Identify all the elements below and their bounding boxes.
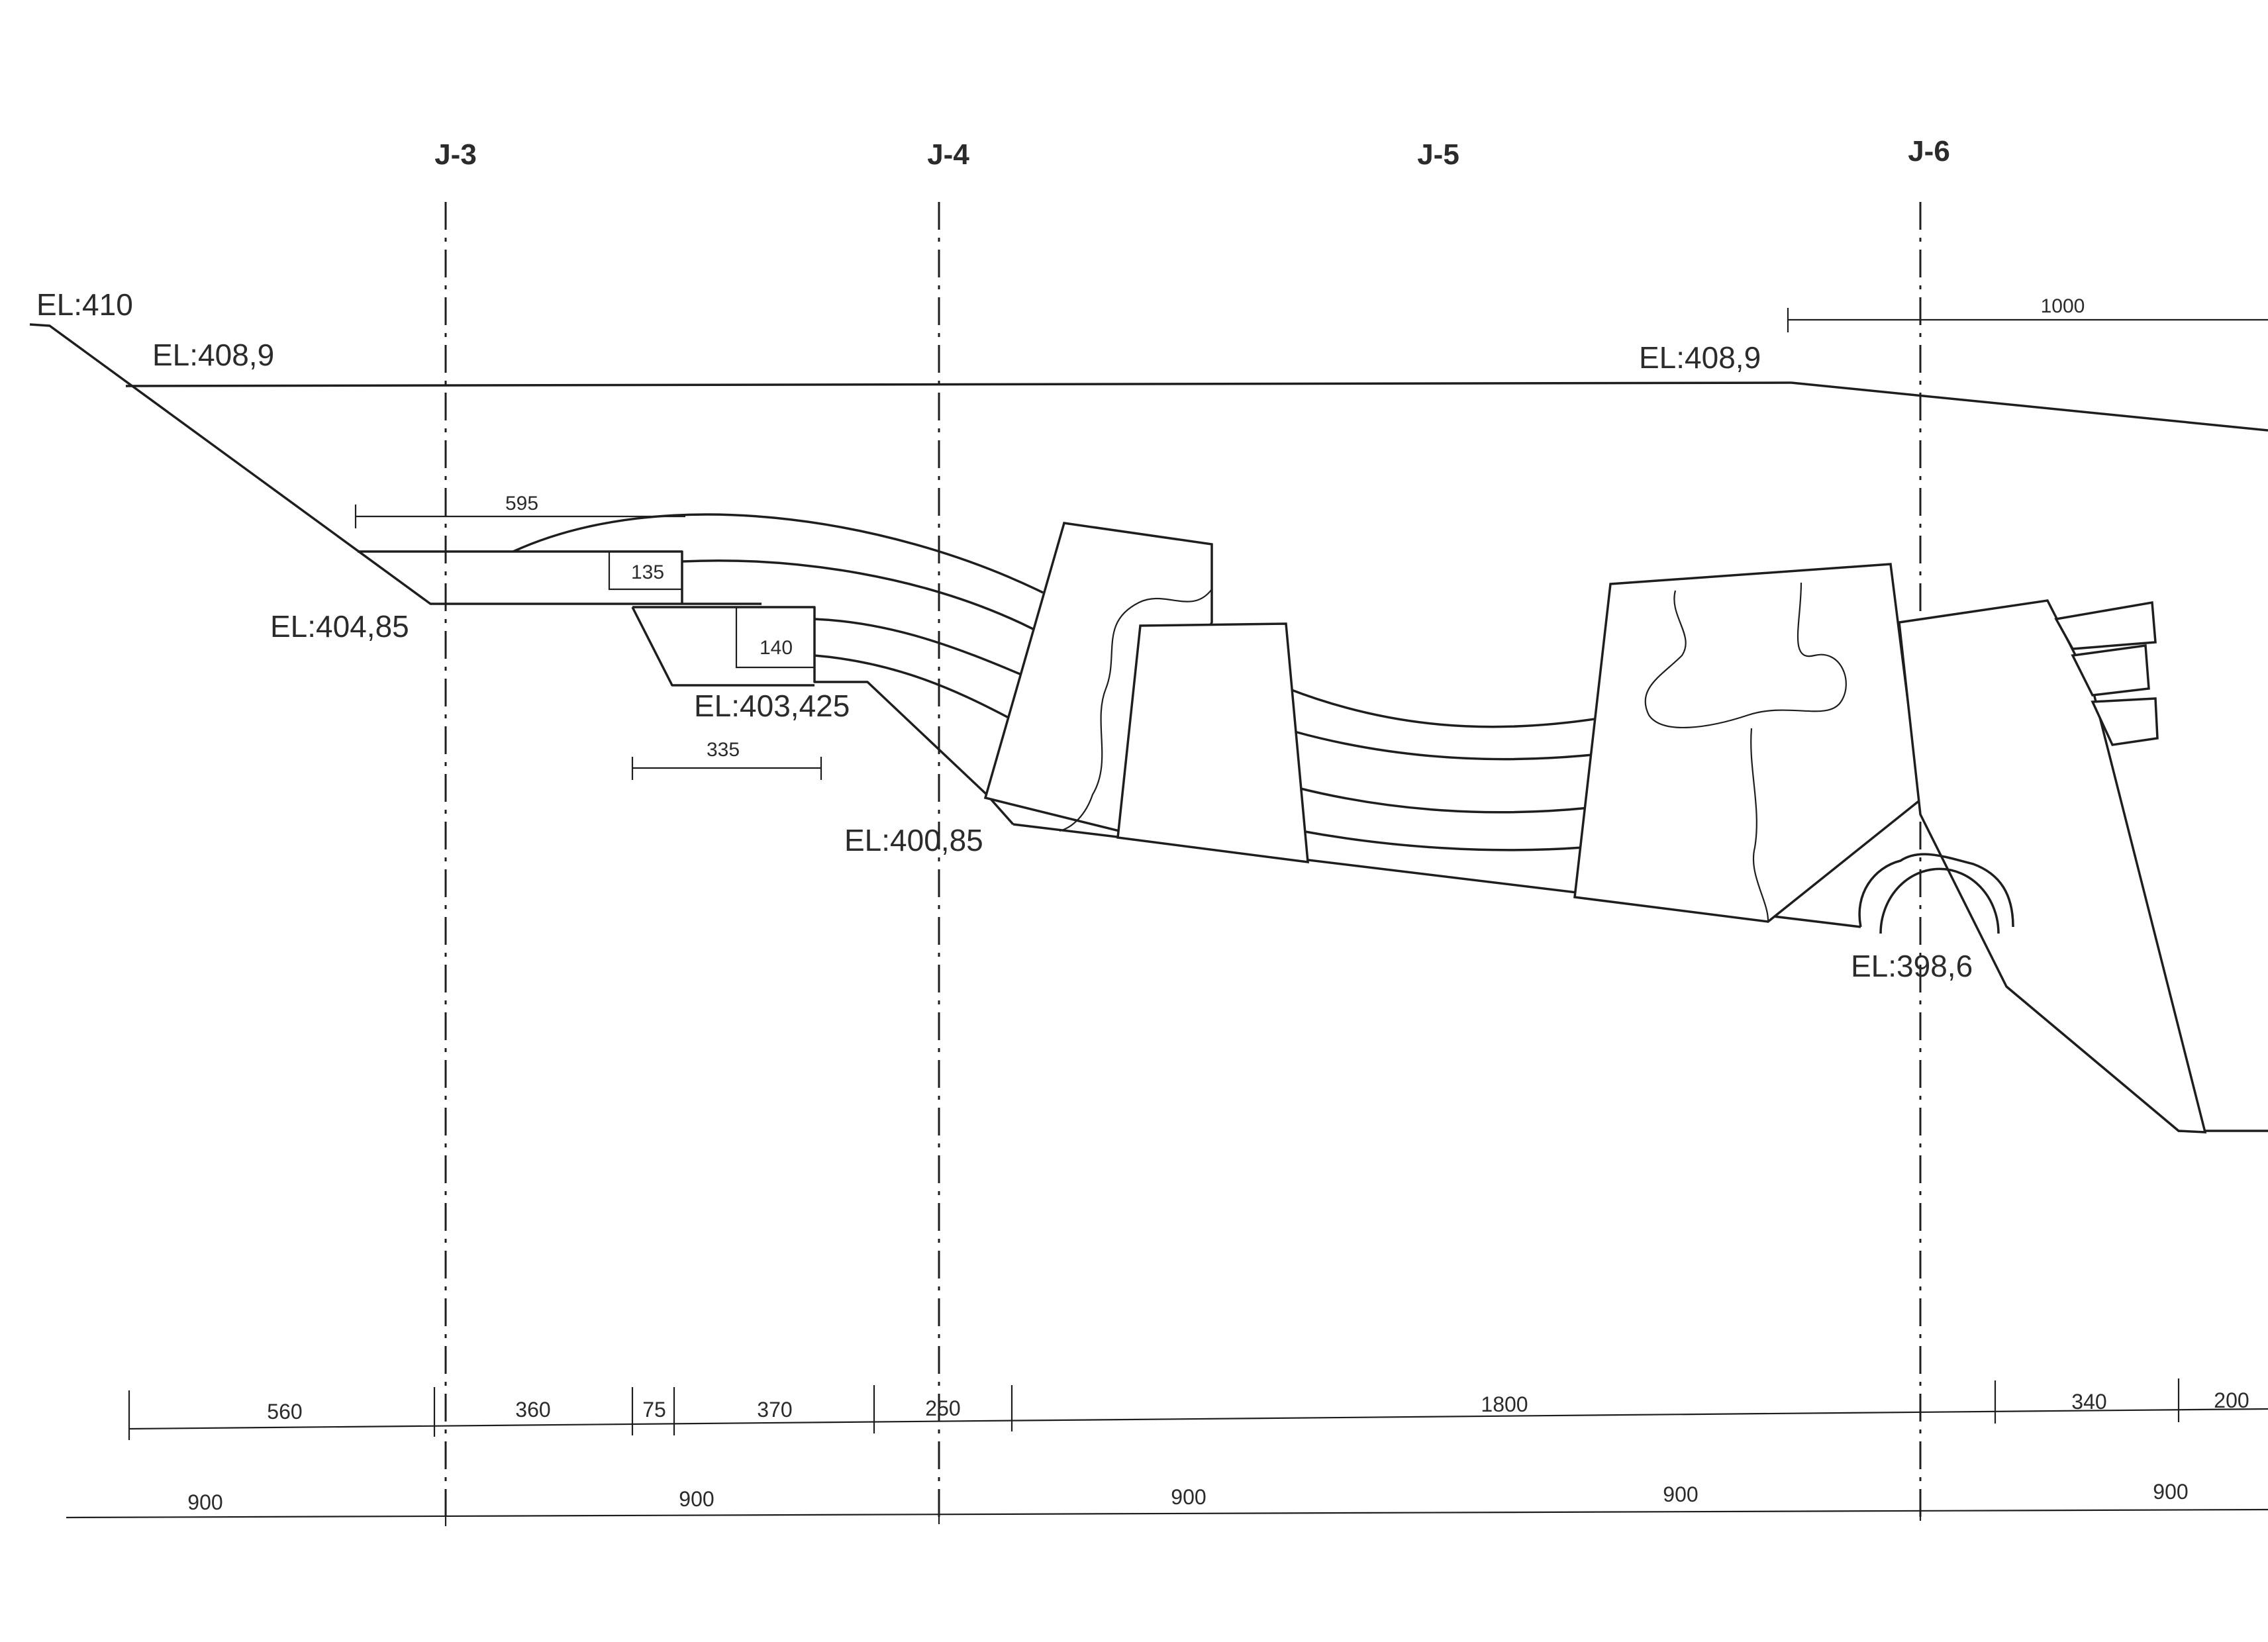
culvert (1858, 853, 2014, 934)
block-3 (1573, 563, 1922, 923)
dim-box-140 (735, 607, 814, 669)
dim-row1-75: 75 (642, 1398, 666, 1422)
dim-row1-250: 250 (925, 1396, 960, 1420)
crest-line (125, 381, 1792, 387)
dim-row2-900-e: 900 (2153, 1480, 2188, 1504)
curve-layer-3 (814, 618, 1024, 677)
culvert-inner (1879, 867, 2000, 934)
dim-row2-900-b: 900 (679, 1487, 714, 1511)
block-7 (2091, 697, 2159, 746)
block-3-crack-b (1750, 728, 1769, 921)
dim-label-595: 595 (505, 493, 538, 514)
block-1-crack (1059, 589, 1212, 832)
block-6 (2071, 644, 2150, 697)
crest-line-right-slope (1791, 381, 2268, 432)
block-4 (1898, 599, 2207, 1134)
dim-row1-line (128, 1408, 2268, 1430)
block-3-crack-a (1644, 582, 1847, 728)
dim-row2-900-c: 900 (1171, 1485, 1206, 1509)
dim-row1-360: 360 (515, 1398, 550, 1422)
dim-label-1000: 1000 (2041, 295, 2085, 317)
elevation-label-403-425: EL:403,425 (694, 689, 850, 723)
curve-layer-2 (681, 559, 1034, 630)
elevation-labels: EL:410 EL:408,9 EL:408,9 EL:404,85 EL:40… (36, 287, 1973, 983)
grid-axis-labels: J-3 J-4 J-5 J-6 (434, 135, 1950, 171)
grid-axis-lines (444, 202, 1922, 1523)
dim-row1-1800: 1800 (1481, 1392, 1528, 1416)
curved-layers (513, 513, 1600, 851)
axis-label-j5: J-5 (1417, 138, 1459, 171)
dim-label-335: 335 (707, 739, 740, 761)
curve-layer-1 (513, 513, 1044, 594)
top-ground-line (29, 323, 762, 605)
dim-row1-370: 370 (757, 1398, 792, 1422)
elevation-label-400-85: EL:400,85 (844, 823, 983, 857)
dim-row1-560: 560 (267, 1400, 302, 1424)
dim-row1-340: 340 (2071, 1390, 2106, 1414)
elevation-label-408-9-right: EL:408,9 (1639, 340, 1761, 375)
block-2 (1116, 622, 1309, 864)
curve-layer-5 (1287, 687, 1600, 728)
axis-label-j6: J-6 (1908, 135, 1950, 168)
dim-label-140: 140 (760, 637, 793, 659)
curve-layer-4 (814, 654, 1011, 720)
dim-box-135 (608, 552, 682, 591)
curve-layer-8 (1301, 830, 1583, 851)
upper-dimensions: 1000 595 135 140 335 (354, 295, 2268, 780)
axis-label-j3: J-3 (434, 138, 477, 171)
block-5 (2054, 601, 2157, 650)
blocks (983, 522, 2207, 1134)
culvert-outer (1858, 853, 2014, 928)
curve-layer-7 (1297, 787, 1590, 814)
dim-row2-900-d: 900 (1663, 1482, 1698, 1506)
bottom-dimensions-row-2: 900 900 900 900 900 (66, 1480, 2268, 1526)
curve-layer-6 (1294, 730, 1593, 761)
step-middle-slope (631, 606, 814, 687)
elevation-label-398-6: EL:398,6 (1851, 949, 1973, 983)
elevation-label-404-85: EL:404,85 (270, 609, 409, 644)
dim-row2-900-a: 900 (187, 1490, 222, 1514)
dim-label-135: 135 (631, 561, 664, 583)
axis-label-j4: J-4 (927, 138, 969, 171)
elevation-label-408-9-left: EL:408,9 (152, 338, 274, 372)
bottom-dimensions-row-1: 560 360 75 370 250 1800 340 200 (128, 1378, 2268, 1440)
dim-row2-line (66, 1508, 2268, 1519)
dim-row1-200: 200 (2214, 1388, 2249, 1412)
step-upper (358, 550, 683, 604)
elevation-label-410: EL:410 (36, 287, 133, 322)
